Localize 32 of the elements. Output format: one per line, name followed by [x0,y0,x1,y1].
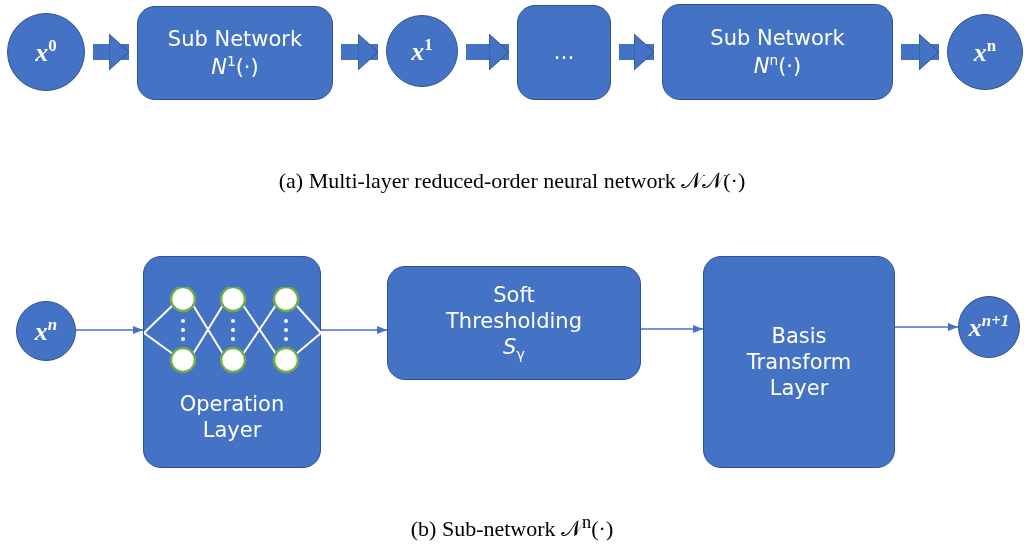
block-arrow [466,33,510,71]
process-box [387,266,641,380]
variable-label: x$^{1}$ [411,33,433,68]
variable-circle [16,301,76,361]
arrow [320,326,388,334]
process-box [662,4,893,100]
process-box [517,5,611,100]
node-label: Sub Network [167,26,303,53]
arrow [75,326,144,334]
variable-label: x$^{n+1}$ [968,309,1010,344]
block-arrow [619,33,655,71]
block-arrow [341,33,379,71]
process-box [143,256,321,468]
node-label: Sub Network [710,25,845,52]
node-label: … [553,39,575,66]
variable-label: x$^{n}$ [973,34,997,69]
node-label: Operation Layer [178,390,286,444]
process-box [137,6,333,100]
node-label: Soft Thresholding [445,281,583,335]
block-arrow [901,33,940,71]
arrow [640,325,704,333]
variable-label: x$^{0}$ [35,34,57,69]
math-label: N$^{1}$(·) [211,52,259,80]
process-box [703,256,895,468]
variable-label: x$^{n}$ [34,313,58,348]
node-label: Basis Transform Layer [745,322,853,402]
arrow [894,323,959,331]
block-arrow [93,33,130,71]
figure-caption: (a) Multi-layer reduced-order neural network 𝒩𝒩(·) [277,168,747,194]
math-label: S$_{γ}$ [502,334,525,365]
math-label: N$^{n}$(·) [753,51,802,79]
figure-caption: (b) Sub-network 𝒩$^{n}$(·) [409,512,615,543]
